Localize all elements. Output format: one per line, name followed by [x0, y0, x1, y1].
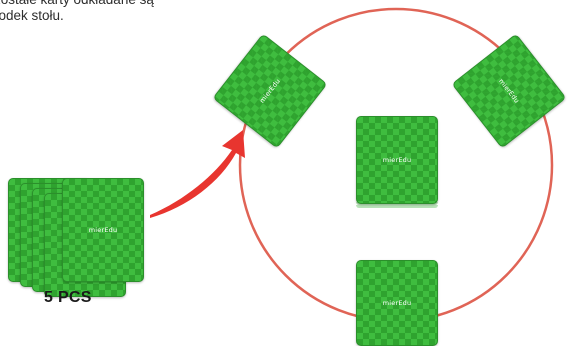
card-logo: mierEdu	[481, 57, 537, 125]
deck-count-label: 5 PCS	[44, 289, 92, 307]
centre-pile-card: mierEdu	[356, 116, 438, 204]
card-logo: mierEdu	[357, 156, 437, 164]
deck-card-top: mierEdu	[62, 178, 144, 282]
card-logo: mierEdu	[357, 299, 437, 307]
table-card-bottom: mierEdu	[356, 260, 438, 346]
card-logo: mierEdu	[63, 226, 143, 234]
card-logo: mierEdu	[242, 57, 298, 125]
pile-edge	[356, 205, 438, 208]
